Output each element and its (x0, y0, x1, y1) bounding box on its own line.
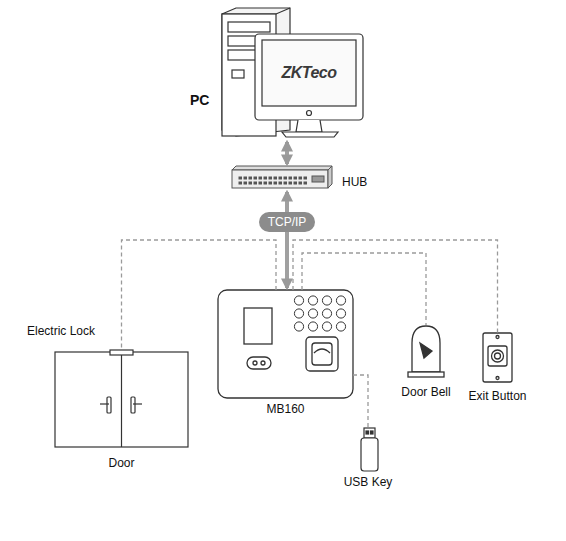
logo-text: ZKTeco (262, 64, 356, 82)
device-node: MB160 (218, 290, 353, 398)
exit-button (483, 333, 512, 382)
signal-wire (353, 375, 368, 428)
node-label: PC (190, 93, 210, 107)
edge-label: TCP/IP (259, 212, 316, 232)
mb160-device (218, 290, 353, 398)
usb-node: USB Key (343, 428, 393, 471)
node-label: Door Bell (388, 385, 464, 399)
door-bell (408, 326, 444, 377)
usb-key (361, 428, 378, 471)
node-label: Electric Lock (27, 324, 117, 338)
door (55, 350, 188, 447)
door-node: Electric LockDoor (55, 350, 188, 448)
pc-monitor (255, 34, 363, 137)
signal-wire (122, 240, 277, 350)
node-label: MB160 (218, 402, 353, 416)
node-label: HUB (342, 175, 382, 189)
network-link (285, 192, 289, 288)
network-hub (232, 166, 332, 188)
node-label: USB Key (333, 475, 403, 489)
signal-wire (293, 240, 498, 333)
hub-node: HUB (230, 166, 332, 190)
network-link (285, 142, 289, 164)
exit-button-node: Exit Button (466, 333, 529, 382)
signal-wire (302, 253, 426, 325)
bell-node: Door Bell (394, 325, 458, 377)
node-label: Exit Button (458, 389, 537, 403)
node-label: Door (55, 456, 188, 470)
